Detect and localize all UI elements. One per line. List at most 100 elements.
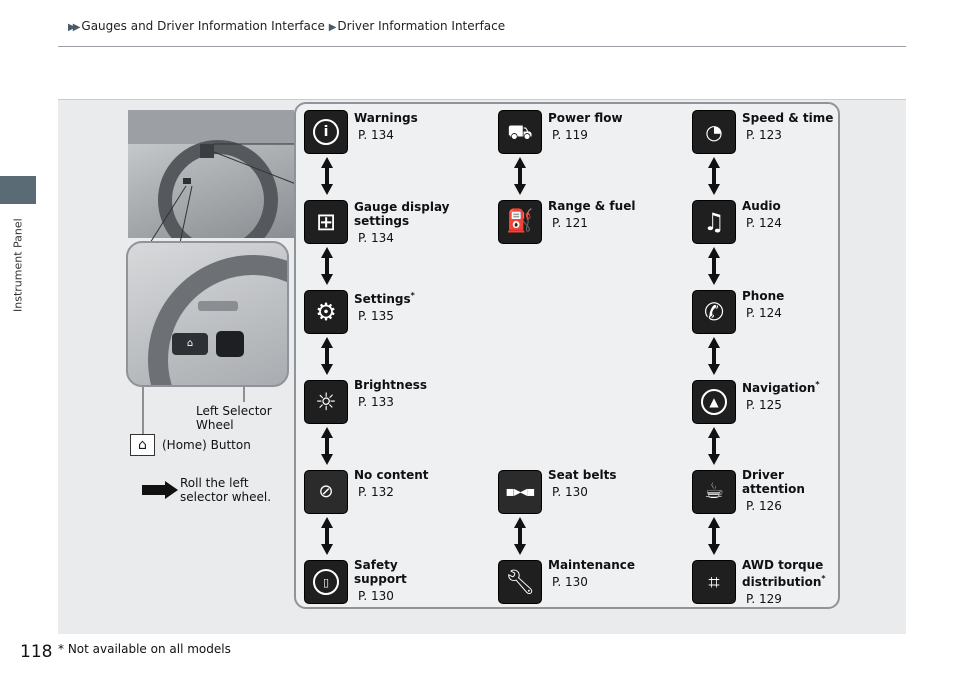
navigation-page-link[interactable]: P. 125	[746, 398, 782, 412]
fuel-icon: ⛽	[506, 209, 534, 234]
awd-asterisk: *	[821, 574, 826, 583]
no-content-label: No content	[354, 468, 429, 482]
maintenance-page-link[interactable]: P. 130	[552, 575, 588, 589]
info-icon: i	[313, 119, 339, 145]
seat-belt-icon: ▪▸◂▪	[505, 484, 535, 500]
speed-time-item: Speed & time P. 123	[742, 111, 833, 142]
awd-icon: ⌗	[708, 570, 720, 594]
speed-time-page-link[interactable]: P. 123	[746, 128, 782, 142]
navigation-tile: ▲	[692, 380, 736, 424]
compass-icon: ▲	[701, 389, 727, 415]
phone-item: Phone P. 124	[742, 289, 784, 320]
settings-page-link[interactable]: P. 135	[358, 309, 394, 323]
brightness-item: Brightness P. 133	[354, 378, 427, 409]
seat-belts-item: Seat belts P. 130	[548, 468, 617, 499]
power-flow-item: Power flow P. 119	[548, 111, 623, 142]
maintenance-label: Maintenance	[548, 558, 636, 572]
page-number: 118	[20, 642, 53, 662]
settings-asterisk: *	[410, 291, 415, 300]
brightness-icon: ☼	[315, 388, 337, 416]
speed-time-icon: ◔	[705, 120, 723, 144]
warnings-item: Warnings P. 134	[354, 111, 418, 142]
phone-icon: ✆	[703, 298, 725, 326]
navigation-item: Navigation* P. 125	[742, 378, 820, 412]
settings-item: Settings* P. 135	[354, 289, 415, 323]
steering-closeup: ⌂	[126, 241, 289, 387]
range-fuel-item: Range & fuel P. 121	[548, 199, 635, 230]
awd-page-link[interactable]: P. 129	[746, 592, 782, 606]
speed-time-tile: ◔	[692, 110, 736, 154]
brightness-tile: ☼	[304, 380, 348, 424]
speed-time-label: Speed & time	[742, 111, 834, 125]
awd-tile: ⌗	[692, 560, 736, 604]
power-flow-tile: ⛟	[498, 110, 542, 154]
coffee-cup-icon: ☕︎	[704, 479, 724, 504]
chapter-tab	[0, 176, 36, 204]
maintenance-tile: 🔧︎	[498, 560, 542, 604]
range-fuel-label: Range & fuel	[548, 199, 636, 213]
driver-attention-tile: ☕︎	[692, 470, 736, 514]
no-content-tile: ⊘	[304, 470, 348, 514]
music-note-icon: ♫	[703, 208, 725, 236]
brightness-label: Brightness	[354, 378, 428, 392]
driver-attention-item: Driver attention P. 126	[742, 468, 805, 513]
no-content-item: No content P. 132	[354, 468, 429, 499]
power-flow-page-link[interactable]: P. 119	[552, 128, 588, 142]
phone-tile: ✆	[692, 290, 736, 334]
brightness-page-link[interactable]: P. 133	[358, 395, 394, 409]
breadcrumb-part-1[interactable]: Gauges and Driver Information Interface	[81, 19, 325, 33]
home-icon: ⌂	[130, 434, 155, 456]
audio-page-link[interactable]: P. 124	[746, 216, 782, 230]
audio-label: Audio	[742, 199, 781, 213]
navigation-label: Navigation	[742, 381, 816, 395]
gauge-display-tile: ⊞	[304, 200, 348, 244]
home-button-caption: (Home) Button	[162, 438, 251, 452]
range-fuel-tile: ⛽	[498, 200, 542, 244]
warnings-label: Warnings	[354, 111, 418, 125]
range-fuel-page-link[interactable]: P. 121	[552, 216, 588, 230]
left-selector-caption: Left Selector Wheel	[196, 404, 272, 432]
warnings-tile: i	[304, 110, 348, 154]
roll-hint: Roll the left selector wheel.	[180, 476, 272, 504]
safety-support-page-link[interactable]: P. 130	[358, 589, 394, 603]
navigation-asterisk: *	[815, 380, 820, 389]
breadcrumb-part-2[interactable]: Driver Information Interface	[337, 19, 506, 33]
safety-support-label: Safety support	[354, 558, 407, 586]
breadcrumb: ▶▶Gauges and Driver Information Interfac…	[68, 19, 505, 33]
power-flow-icon: ⛟	[507, 120, 533, 144]
gauge-display-icon: ⊞	[315, 208, 337, 236]
safety-support-tile: ▯	[304, 560, 348, 604]
seat-belts-label: Seat belts	[548, 468, 617, 482]
gear-icon: ⚙	[315, 298, 337, 326]
gauge-display-label: Gauge display settings	[354, 200, 450, 228]
power-flow-label: Power flow	[548, 111, 623, 125]
audio-tile: ♫	[692, 200, 736, 244]
left-selector-wheel-photo	[216, 331, 244, 357]
gauge-display-item: Gauge display settings P. 134	[354, 200, 450, 245]
breadcrumb-arrow-icon: ▶▶	[68, 22, 81, 33]
phone-page-link[interactable]: P. 124	[746, 306, 782, 320]
seat-belts-page-link[interactable]: P. 130	[552, 485, 588, 499]
wrench-icon: 🔧︎	[504, 568, 536, 596]
driver-attention-label: Driver attention	[742, 468, 805, 496]
breadcrumb-arrow-icon: ▶	[328, 22, 337, 33]
menu-frame	[294, 102, 840, 609]
audio-item: Audio P. 124	[742, 199, 782, 230]
settings-label: Settings	[354, 292, 411, 306]
footnote: * Not available on all models	[58, 642, 231, 656]
header-rule	[58, 46, 906, 47]
seat-belts-tile: ▪▸◂▪	[498, 470, 542, 514]
gauge-display-page-link[interactable]: P. 134	[358, 231, 394, 245]
phone-label: Phone	[742, 289, 785, 303]
warnings-page-link[interactable]: P. 134	[358, 128, 394, 142]
no-content-icon: ⊘	[318, 481, 334, 502]
settings-tile: ⚙	[304, 290, 348, 334]
home-button-photo: ⌂	[172, 333, 208, 355]
driver-attention-page-link[interactable]: P. 126	[746, 499, 782, 513]
safety-support-item: Safety support P. 130	[354, 558, 407, 603]
awd-label: AWD torque distribution	[742, 558, 824, 589]
no-content-page-link[interactable]: P. 132	[358, 485, 394, 499]
maintenance-item: Maintenance P. 130	[548, 558, 635, 589]
safety-support-icon: ▯	[313, 569, 339, 595]
